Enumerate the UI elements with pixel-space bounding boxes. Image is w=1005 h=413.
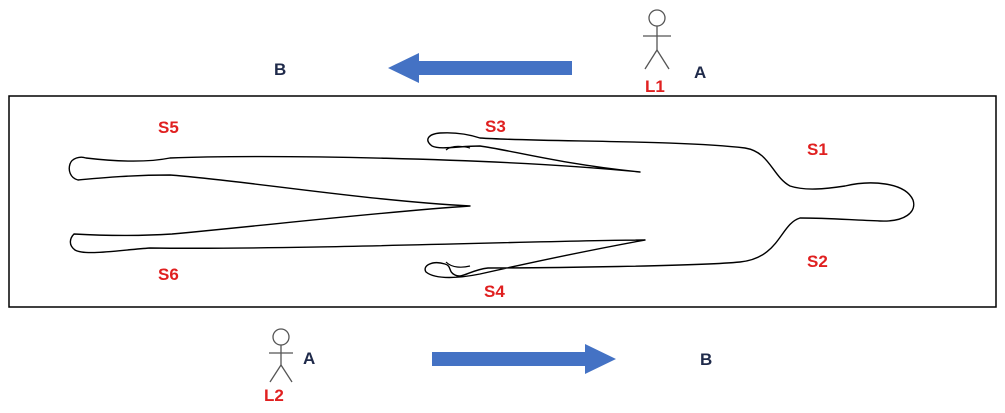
observer-label-bottom-a: A bbox=[303, 349, 316, 368]
sensor-label-s6: S6 bbox=[158, 265, 179, 284]
sensor-label-s1: S1 bbox=[807, 140, 828, 159]
sensor-label-s4: S4 bbox=[484, 282, 505, 301]
observer-id-l1: L1 bbox=[645, 77, 665, 96]
sensor-label-s2: S2 bbox=[807, 252, 828, 271]
hand-detail bbox=[445, 261, 471, 268]
hand-detail bbox=[445, 145, 471, 151]
arrow-right-icon bbox=[432, 344, 616, 374]
bed-frame bbox=[8, 95, 997, 308]
stick-figure-icon bbox=[269, 328, 293, 383]
sensor-label-s5: S5 bbox=[158, 118, 179, 137]
direction-label-bottom-b: B bbox=[700, 350, 713, 369]
body-outline bbox=[68, 132, 915, 279]
direction-label-top-b: B bbox=[274, 60, 287, 79]
observer-id-l2: L2 bbox=[264, 386, 284, 405]
observer-label-top-a: A bbox=[694, 63, 707, 82]
arrow-left-icon bbox=[388, 53, 572, 83]
stick-figure-icon bbox=[643, 9, 671, 70]
sensor-label-s3: S3 bbox=[485, 117, 506, 136]
